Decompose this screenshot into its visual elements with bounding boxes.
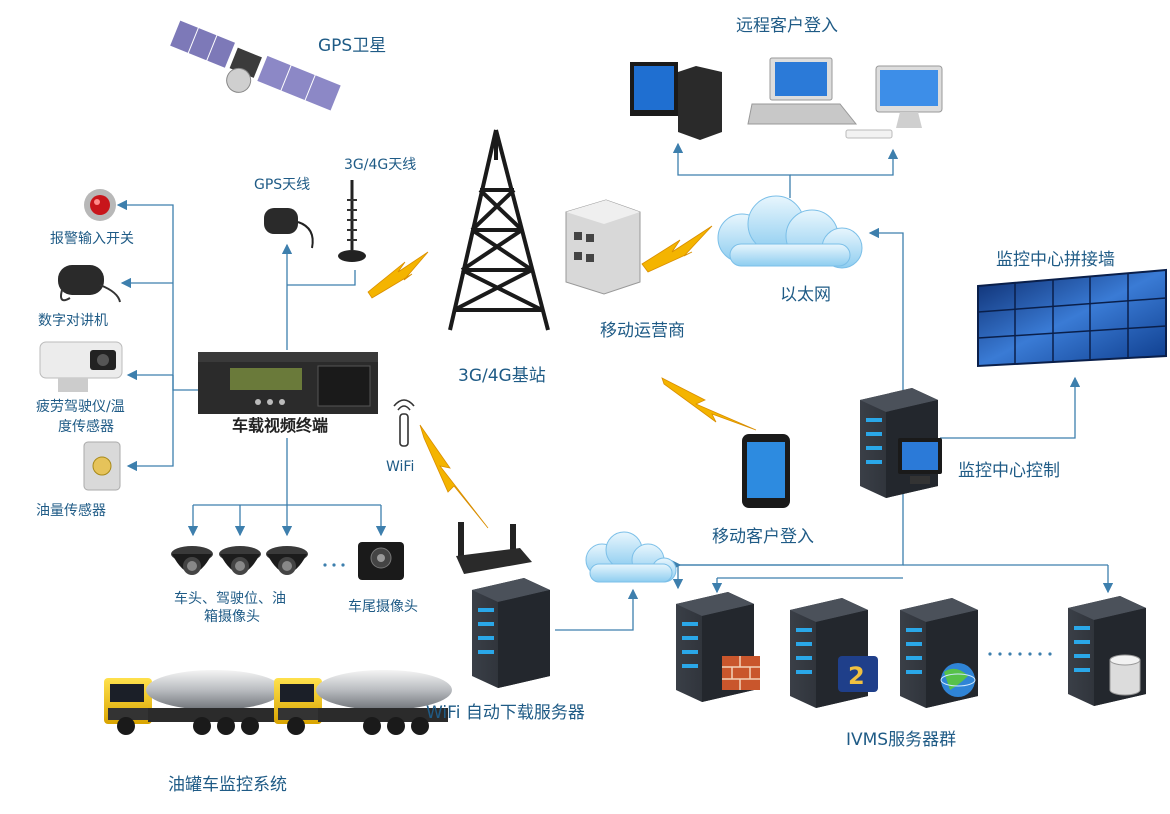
alarm-switch-label: 报警输入开关: [50, 231, 134, 247]
base-station-label: 3G/4G基站: [458, 366, 546, 386]
dome-camera-icon: [219, 546, 261, 575]
vehicle-terminal-label: 车载视频终端: [232, 416, 329, 435]
rear-camera-icon: [358, 542, 404, 580]
cameras-label-line1: 车头、驾驶位、油: [174, 591, 286, 607]
intercom-icon: [58, 265, 121, 303]
mobile-client-label: 移动客户登入: [712, 527, 814, 547]
dome-camera-icon: [266, 546, 308, 575]
gps-satellite-icon: [168, 19, 342, 112]
gps-antenna-label: GPS天线: [254, 177, 311, 193]
ethernet-cloud-icon: [717, 195, 863, 269]
oil-sensor-label: 油量传感器: [36, 503, 106, 519]
ethernet-label: 以太网: [780, 285, 831, 305]
desktop-computer-icon: [630, 62, 722, 140]
wifi-antenna-icon: [393, 399, 415, 447]
tanker-system-label: 油罐车监控系统: [168, 775, 287, 795]
oil-sensor-icon: [83, 441, 121, 491]
wifi-label: WiFi: [386, 459, 415, 475]
wifi-download-server-icon: [472, 578, 550, 688]
gps-antenna-icon: [264, 208, 314, 249]
fatigue-label-line1: 疲劳驾驶仪/温: [36, 399, 125, 415]
svg-text:2: 2: [848, 662, 865, 690]
wifi-router-icon: [456, 522, 532, 574]
smartphone-icon: [742, 434, 790, 508]
media-film-icon: 2: [838, 656, 878, 692]
alarm-switch-icon: [84, 189, 116, 221]
rear-camera-label: 车尾摄像头: [348, 599, 418, 615]
database-icon: [1109, 654, 1141, 696]
small-cloud-icon: [585, 531, 677, 583]
monitor-control-label: 监控中心控制: [958, 461, 1060, 481]
3g4g-antenna-label: 3G/4G天线: [344, 157, 417, 173]
wifi-server-label: WiFi 自动下载服务器: [426, 703, 585, 723]
globe-icon: [940, 663, 976, 697]
base-station-tower-icon: [448, 129, 550, 331]
operator-building-icon: [565, 199, 641, 295]
3g4g-antenna-icon: [338, 180, 366, 262]
fatigue-label-line2: 度传感器: [58, 419, 114, 435]
video-wall-label: 监控中心拼接墙: [996, 250, 1115, 270]
gps-satellite-label: GPS卫星: [318, 36, 387, 56]
video-wall-icon: [977, 268, 1167, 368]
ivms-servers-label: IVMS服务器群: [846, 730, 957, 750]
monitor-display-icon: [898, 438, 942, 484]
cameras-label-line2: 箱摄像头: [204, 609, 260, 625]
imac-icon: [845, 65, 943, 139]
mobile-operator-label: 移动运营商: [600, 321, 685, 341]
fatigue-device-icon: [39, 341, 123, 392]
laptop-icon: [747, 57, 858, 125]
tanker-truck-icon: [104, 670, 282, 735]
vehicle-terminal-icon: [198, 352, 378, 414]
intercom-label: 数字对讲机: [38, 313, 108, 329]
remote-client-label: 远程客户登入: [736, 16, 838, 36]
dome-camera-icon: [171, 546, 213, 575]
firewall-icon: [722, 656, 760, 690]
